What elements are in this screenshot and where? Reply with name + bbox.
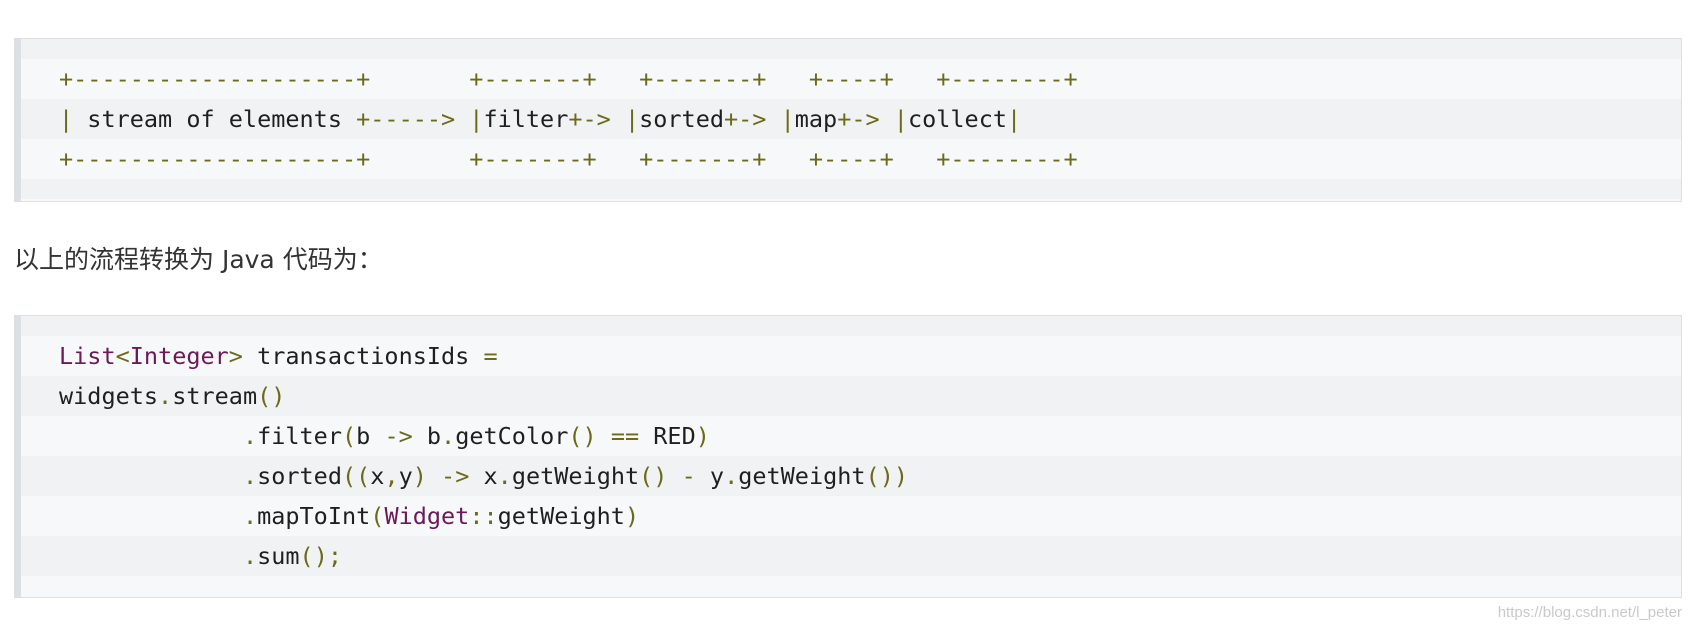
code-line-5: .mapToInt(Widget::getWeight) <box>21 496 1681 536</box>
code-token: collect <box>907 105 1007 133</box>
code-token: < <box>115 342 130 370</box>
code-token: widgets <box>59 382 159 410</box>
code-line-6: .sum(); <box>21 536 1681 576</box>
code-token: (( <box>341 462 371 490</box>
code-token: RED <box>653 422 696 450</box>
code-token: +--------------------+ +-------+ +------… <box>59 145 1078 173</box>
code-token: getColor <box>455 422 569 450</box>
code-token: y <box>398 462 413 490</box>
code-token: , <box>384 462 399 490</box>
code-token: y <box>709 462 725 490</box>
diagram-line-1: +--------------------+ +-------+ +------… <box>21 59 1681 99</box>
code-token: . <box>158 382 173 410</box>
java-code-block: List<Integer> transactionsIds = widgets.… <box>14 315 1682 598</box>
code-token: ( <box>370 502 385 530</box>
diagram-line-2: | stream of elements +-----> |filter+-> … <box>21 99 1681 139</box>
code-token: sorted <box>639 105 724 133</box>
code-token: () - <box>639 462 710 490</box>
code-token: x <box>483 462 498 490</box>
code-token: +-> | <box>568 105 640 133</box>
code-token <box>59 542 243 570</box>
code-token: +-> | <box>724 105 795 133</box>
code-token: . <box>441 422 456 450</box>
code-token <box>59 422 243 450</box>
code-token: map <box>794 105 838 133</box>
code-line-1: List<Integer> transactionsIds = <box>21 336 1681 376</box>
code-token: filter <box>257 422 342 450</box>
code-token: . <box>242 502 258 530</box>
code-token: List <box>59 342 116 370</box>
code-token: getWeight <box>738 462 866 490</box>
code-token: stream <box>172 382 258 410</box>
code-token: () <box>257 382 286 410</box>
code-line-4: .sorted((x,y) -> x.getWeight() - y.getWe… <box>21 456 1681 496</box>
code-token: . <box>724 462 739 490</box>
code-token: . <box>242 542 258 570</box>
code-line-2: widgets.stream() <box>21 376 1681 416</box>
code-token: (); <box>299 542 342 570</box>
code-token: :: <box>469 502 498 530</box>
code-token: b <box>356 422 385 450</box>
code-token: ) -> <box>412 462 484 490</box>
watermark: https://blog.csdn.net/l_peter <box>1497 604 1682 621</box>
diagram-code-block: +--------------------+ +-------+ +------… <box>14 38 1682 202</box>
code-token: ()) <box>865 462 909 490</box>
code-token: = <box>483 342 498 370</box>
code-padding-top <box>21 316 1681 336</box>
code-line-3: .filter(b -> b.getColor() == RED) <box>21 416 1681 456</box>
code-padding-bottom <box>21 576 1681 596</box>
code-token: () == <box>568 422 654 450</box>
code-token: Widget <box>384 502 470 530</box>
code-token: | <box>1007 105 1022 133</box>
code-token <box>59 462 243 490</box>
code-token: x <box>370 462 385 490</box>
code-token: +-> | <box>837 105 908 133</box>
code-padding-top <box>21 39 1681 59</box>
code-token: ) <box>695 422 710 450</box>
code-token: sum <box>257 542 300 570</box>
code-token: . <box>242 462 258 490</box>
code-token: +-----> | <box>356 105 484 133</box>
code-token: -> <box>384 422 427 450</box>
diagram-line-3: +--------------------+ +-------+ +------… <box>21 139 1681 179</box>
code-token: | <box>59 105 88 133</box>
code-token: mapToInt <box>257 502 371 530</box>
code-token: sorted <box>257 462 342 490</box>
code-token: getWeight <box>497 502 625 530</box>
code-token: transactionsIds <box>257 342 484 370</box>
code-token: Integer <box>129 342 229 370</box>
code-token <box>59 502 243 530</box>
code-padding-bottom <box>21 179 1681 199</box>
code-token: filter <box>483 105 569 133</box>
code-token: > <box>228 342 258 370</box>
code-token: ) <box>624 502 640 530</box>
code-token: . <box>242 422 258 450</box>
code-token: b <box>426 422 442 450</box>
code-token: ( <box>341 422 357 450</box>
paragraph-text: 以上的流程转换为 Java 代码为： <box>14 245 383 274</box>
code-token: . <box>497 462 512 490</box>
code-token: stream of elements <box>87 105 357 133</box>
code-token: +--------------------+ +-------+ +------… <box>59 65 1078 93</box>
code-token: getWeight <box>511 462 640 490</box>
